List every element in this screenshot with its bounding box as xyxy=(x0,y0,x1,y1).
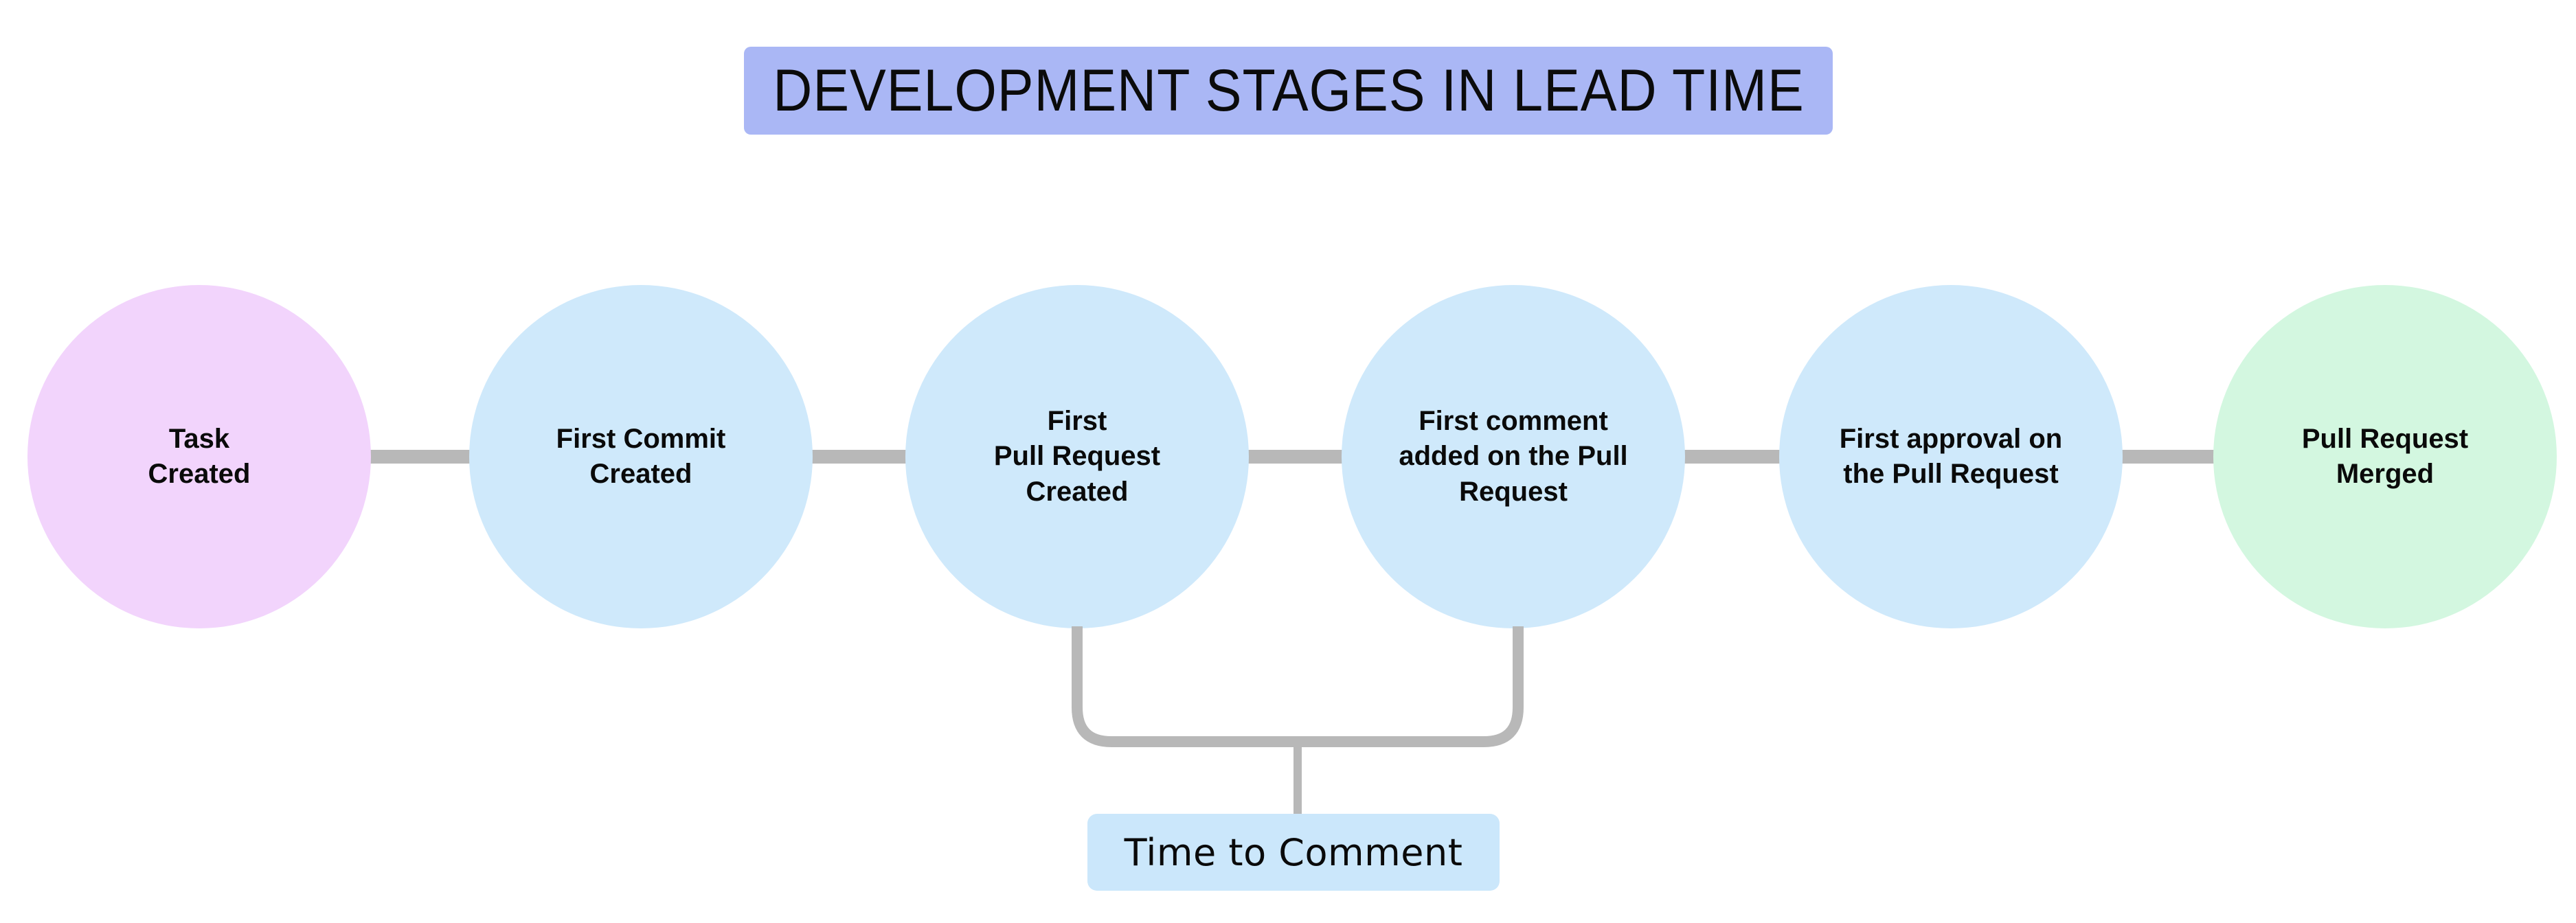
bracket-path xyxy=(1072,626,1524,747)
stage-node-label: Task Created xyxy=(148,423,251,489)
stage-node-first-commit[interactable]: First Commit Created xyxy=(469,285,813,628)
stage-node-first-comment[interactable]: First comment added on the Pull Request xyxy=(1342,285,1685,628)
stage-node-first-pull-request[interactable]: First Pull Request Created xyxy=(905,285,1249,628)
diagram-title-box: DEVELOPMENT STAGES IN LEAD TIME xyxy=(744,47,1833,135)
stage-node-label: First comment added on the Pull Request xyxy=(1399,406,1628,507)
page-title: DEVELOPMENT STAGES IN LEAD TIME xyxy=(772,57,1805,124)
time-to-comment-label-box[interactable]: Time to Comment xyxy=(1087,814,1500,891)
stage-node-label: Pull Request Merged xyxy=(2301,423,2469,489)
stage-node-label: First Pull Request Created xyxy=(993,406,1161,507)
connector-2-3 xyxy=(809,450,909,464)
stage-node-label: First approval on the Pull Request xyxy=(1839,423,2063,489)
time-to-comment-label: Time to Comment xyxy=(1124,830,1463,874)
connector-3-4 xyxy=(1245,450,1345,464)
connector-4-5 xyxy=(1682,450,1783,464)
stage-node-task-created[interactable]: Task Created xyxy=(27,285,371,628)
connector-1-2 xyxy=(368,450,473,464)
stage-node-label: First Commit Created xyxy=(556,423,726,489)
stage-node-pull-request-merged[interactable]: Pull Request Merged xyxy=(2213,285,2557,628)
connector-5-6 xyxy=(2119,450,2217,464)
stage-node-first-approval[interactable]: First approval on the Pull Request xyxy=(1779,285,2123,628)
